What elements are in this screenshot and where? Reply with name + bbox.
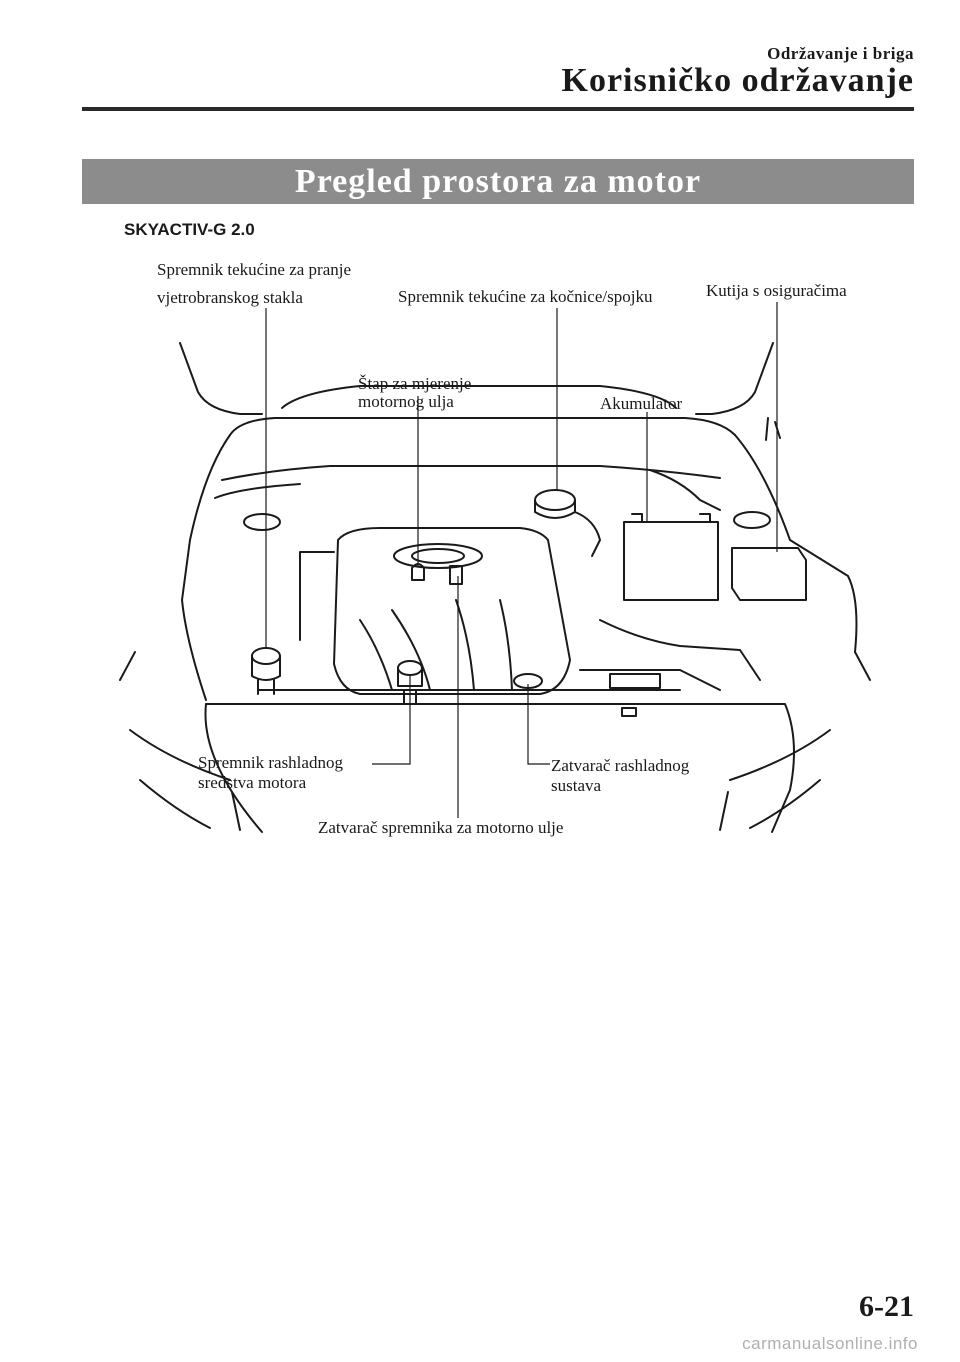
label-cooling-cap: Zatvarač rashladnog sustava (551, 756, 689, 796)
banner-title: Pregled prostora za motor (294, 162, 702, 200)
label-coolant-tank: Spremnik rashladnog sredstva motora (198, 753, 343, 793)
label-brake-fluid: Spremnik tekućine za kočnice/spojku (398, 287, 653, 306)
label-dipstick-line1: Štap za mjerenje (358, 374, 472, 393)
chapter-title: Korisničko održavanje (561, 62, 914, 99)
page-number: 6-21 (859, 1290, 914, 1323)
label-washer-tank-line1: Spremnik tekućine za pranje (157, 260, 352, 279)
label-coolant-tank-line1: Spremnik rashladnog (198, 753, 343, 772)
engine-variant-label: SKYACTIV-G 2.0 (124, 220, 255, 239)
label-coolant-tank-line2: sredstva motora (198, 773, 307, 792)
label-fuse-box: Kutija s osiguračima (706, 281, 847, 300)
label-oil-cap: Zatvarač spremnika za motorno ulje (318, 818, 564, 837)
label-cooling-cap-line1: Zatvarač rashladnog (551, 756, 690, 775)
label-battery: Akumulator (600, 394, 683, 413)
header-divider (82, 107, 914, 111)
label-dipstick: Štap za mjerenje motornog ulja (358, 374, 471, 412)
watermark: carmanualsonline.info (742, 1334, 918, 1353)
label-dipstick-line2: motornog ulja (358, 392, 454, 411)
section-banner: Pregled prostora za motor (82, 159, 914, 204)
label-washer-tank: Spremnik tekućine za pranje vjetrobransk… (157, 260, 351, 308)
section-title: Održavanje i briga (767, 44, 914, 63)
label-cooling-cap-line2: sustava (551, 776, 602, 795)
label-washer-tank-line2: vjetrobranskog stakla (157, 288, 303, 307)
